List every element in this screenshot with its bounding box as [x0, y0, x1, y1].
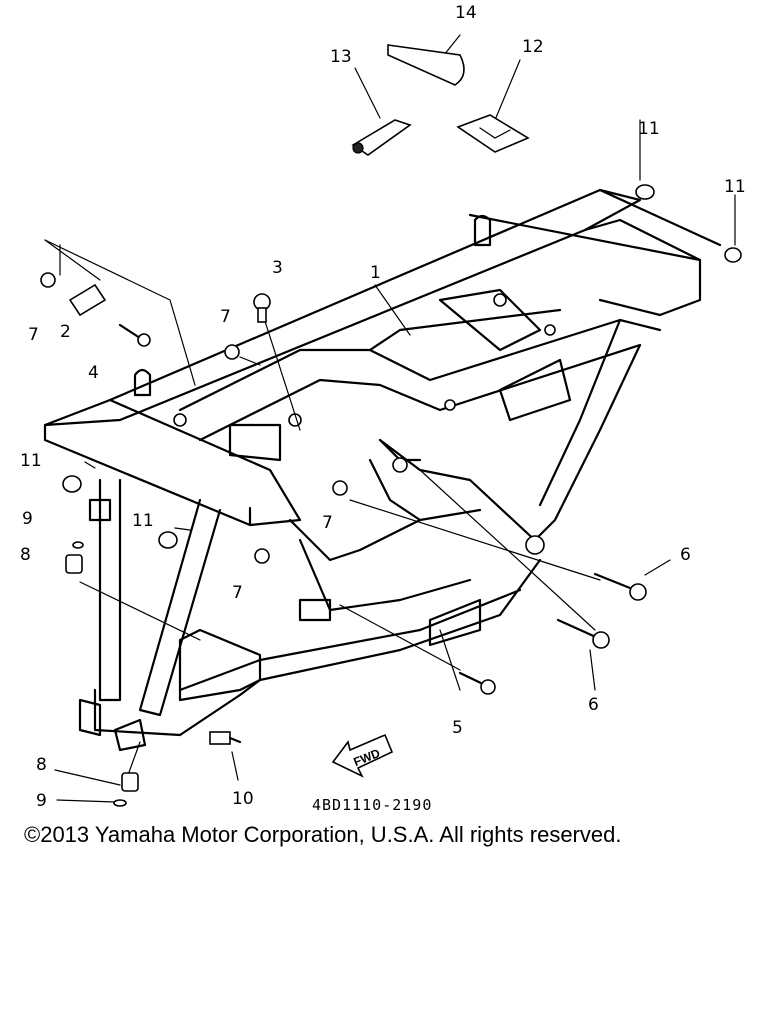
oring-part-9a: [72, 541, 84, 549]
copyright-notice: ©2013 Yamaha Motor Corporation, U.S.A. A…: [24, 822, 622, 847]
callout-10: 10: [232, 789, 254, 809]
nut-part-7c: [332, 480, 348, 496]
diagram-part-number: 4BD1110-2190: [312, 796, 432, 814]
callout-4: 4: [88, 363, 99, 383]
bolt-part-5: [458, 671, 496, 695]
callout-14: 14: [455, 3, 477, 23]
strap-part-13: [351, 119, 412, 156]
callout-5: 5: [452, 718, 463, 738]
callout-11a: 11: [638, 119, 660, 139]
callout-labels: 1 2 3 4 5 6 6 7 7 7 7 8 8 9 9 10 11 11 1…: [20, 3, 746, 811]
callout-9b: 9: [36, 791, 47, 811]
cap-part-11d: [158, 531, 178, 549]
cap-part-11b: [724, 247, 742, 263]
nut-part-7a: [40, 272, 56, 288]
callout-8b: 8: [36, 755, 47, 775]
callout-7d: 7: [232, 583, 243, 603]
bushing-part-8a: [65, 554, 83, 574]
fitting-part-10: [209, 731, 242, 745]
callout-12: 12: [522, 37, 544, 57]
bolt-part-4: [118, 323, 151, 347]
bushing-part-8b: [121, 772, 139, 792]
cap-part-11c: [62, 475, 82, 493]
bolt-part-6b: [556, 618, 610, 649]
callout-11c: 11: [20, 451, 42, 471]
oring-part-9b: [113, 799, 127, 807]
bolt-part-6a: [593, 572, 647, 601]
callout-9a: 9: [22, 509, 33, 529]
callout-2: 2: [60, 322, 71, 342]
callout-11d: 11: [132, 511, 154, 531]
frame-exploded-diagram: FWD 1 2 3 4 5 6 6 7 7 7 7 8 8 9 9 10 11 …: [20, 3, 746, 814]
nut-part-7d: [254, 548, 270, 564]
main-frame: [43, 188, 722, 752]
bolt-part-3: [253, 293, 271, 323]
callout-8a: 8: [20, 545, 31, 565]
label-plate-part-14: [387, 44, 465, 86]
nut-part-7b: [224, 344, 240, 360]
callout-11b: 11: [724, 177, 746, 197]
callout-1: 1: [370, 263, 381, 283]
callout-6a: 6: [680, 545, 691, 565]
callout-6b: 6: [588, 695, 599, 715]
bracket-part-2: [68, 283, 107, 317]
leader-lines: [44, 34, 736, 803]
cap-part-11a: [635, 184, 655, 200]
fwd-arrow: FWD: [331, 733, 394, 778]
callout-7b: 7: [220, 307, 231, 327]
callout-13: 13: [330, 47, 352, 67]
callout-3: 3: [272, 258, 283, 278]
callout-7a: 7: [28, 325, 39, 345]
plate-part-12: [456, 114, 530, 153]
callout-7c: 7: [322, 513, 333, 533]
